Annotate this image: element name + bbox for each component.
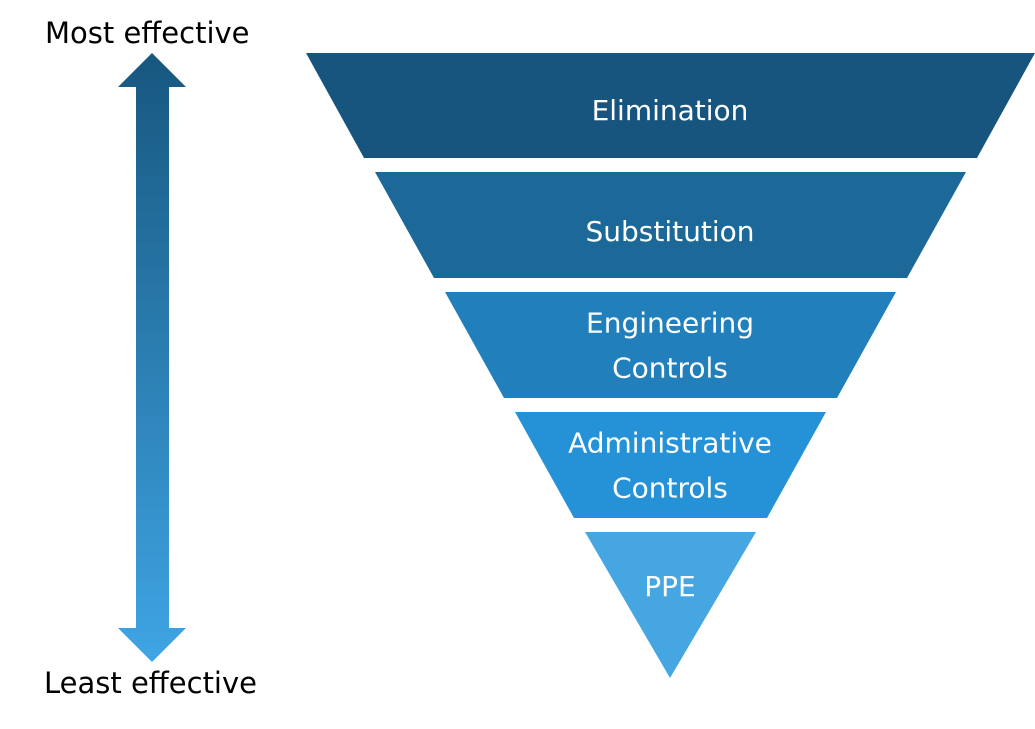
level-label-administrative-controls: Controls bbox=[612, 472, 728, 505]
level-substitution bbox=[375, 172, 966, 278]
level-administrative-controls bbox=[515, 412, 826, 518]
most-effective-label: Most effective bbox=[45, 16, 250, 50]
least-effective-label: Least effective bbox=[44, 666, 257, 700]
level-label-substitution: Substitution bbox=[586, 215, 755, 248]
level-label-administrative-controls: Administrative bbox=[568, 427, 772, 460]
level-elimination bbox=[306, 53, 1035, 158]
level-ppe bbox=[585, 532, 756, 678]
effectiveness-arrow-icon bbox=[118, 53, 186, 662]
level-label-elimination: Elimination bbox=[592, 94, 749, 127]
level-label-engineering-controls: Controls bbox=[612, 352, 728, 385]
level-label-engineering-controls: Engineering bbox=[586, 307, 754, 340]
level-label-ppe: PPE bbox=[644, 570, 695, 603]
level-engineering-controls bbox=[445, 292, 896, 398]
